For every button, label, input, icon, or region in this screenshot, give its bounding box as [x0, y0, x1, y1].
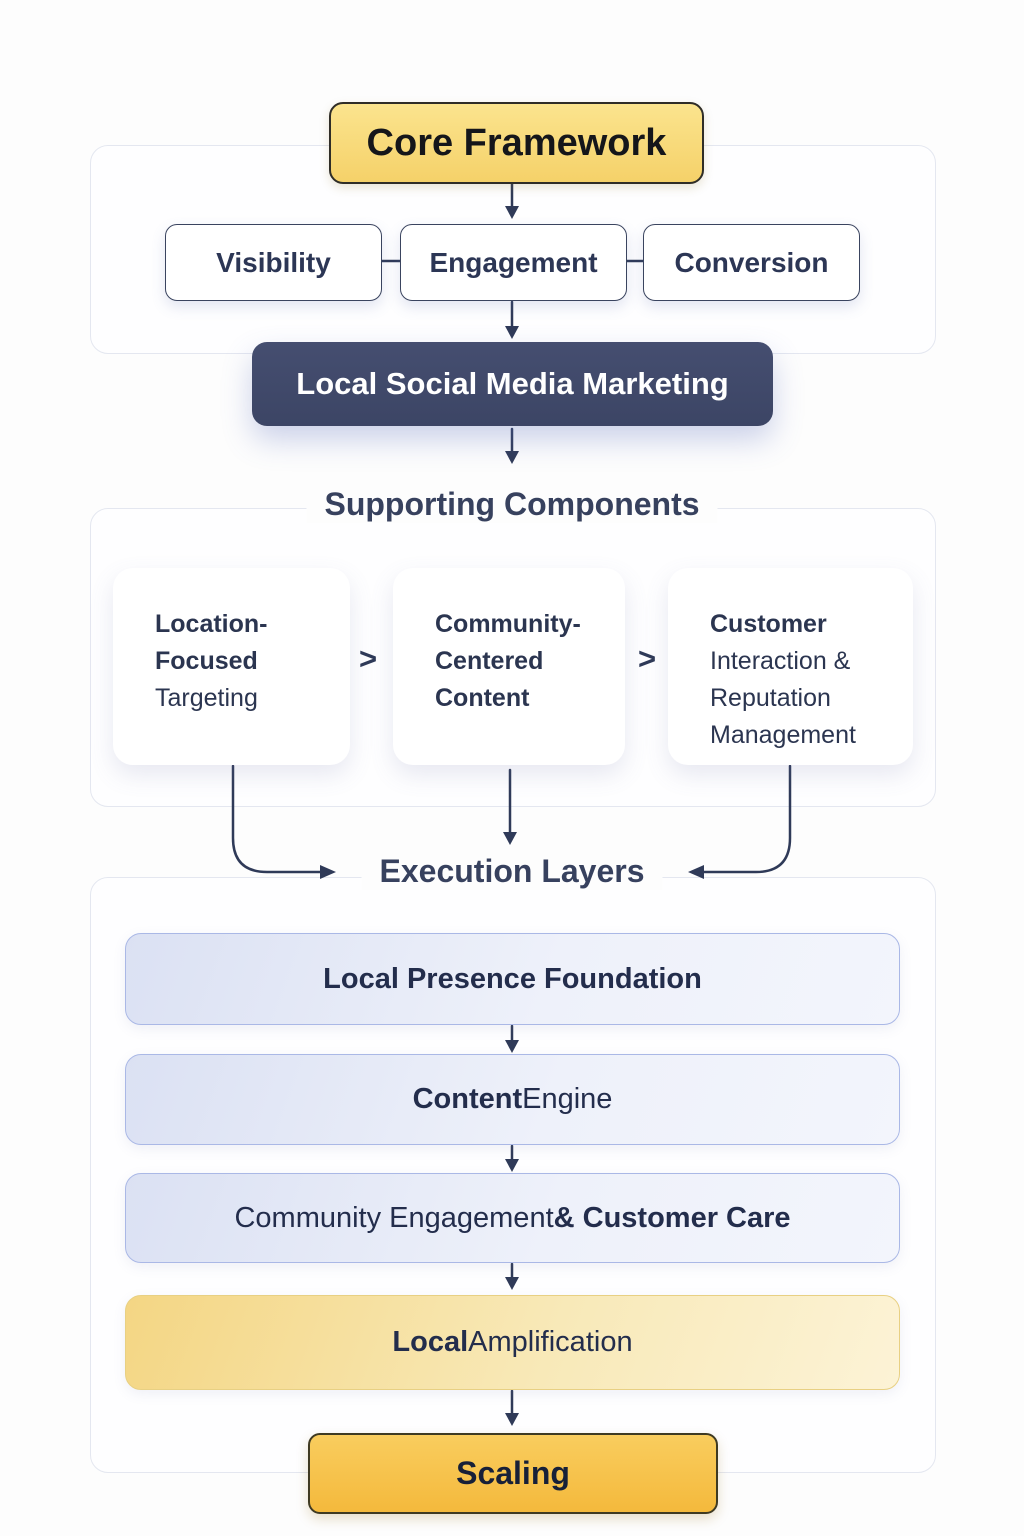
- pillar-conversion: Conversion: [643, 224, 860, 301]
- layer-local-presence-foundation: Local Presence Foundation: [125, 933, 900, 1025]
- arrowhead-banner-to-supporting: [505, 451, 519, 464]
- card-text-bold: Customer: [710, 610, 827, 638]
- pillar-engagement: Engagement: [400, 224, 627, 301]
- card-customer-interaction-reputation: Customer Interaction & Reputation Manage…: [668, 568, 913, 765]
- layer-content-engine: Content Engine: [125, 1054, 900, 1145]
- card-community-centered-content: Community-Centered Content: [393, 568, 625, 765]
- supporting-components-heading: Supporting Components: [306, 486, 718, 523]
- card-text-bold: Location-Focused: [155, 610, 268, 675]
- layer-community-engagement-customer-care: Community Engagement & Customer Care: [125, 1173, 900, 1263]
- layer-text-bold: Content: [412, 1083, 523, 1115]
- layer-text-bold: Local Presence Foundation: [323, 962, 702, 995]
- pillar-visibility: Visibility: [165, 224, 382, 301]
- card-text-bold: Community-Centered Content: [435, 610, 581, 712]
- card-text-rest: Targeting: [155, 684, 258, 712]
- layer-text-pre: Community Engagement: [234, 1201, 554, 1234]
- chevron-right-icon: >: [358, 641, 378, 676]
- layer-text-bold: Local: [392, 1326, 469, 1358]
- card-text-rest: Interaction & Reputation Management: [710, 647, 856, 749]
- layer-local-amplification: Local Amplification: [125, 1295, 900, 1390]
- layer-text-post: Engine: [522, 1083, 613, 1115]
- core-framework-box: Core Framework: [329, 102, 704, 184]
- layer-text-post: Amplification: [468, 1326, 633, 1358]
- layer-text-bold: & Customer Care: [553, 1201, 791, 1234]
- execution-layers-heading: Execution Layers: [361, 853, 663, 890]
- arrowhead-card2-to-execution: [503, 832, 517, 845]
- scaling-box: Scaling: [308, 1433, 718, 1514]
- chevron-right-icon: >: [637, 641, 657, 676]
- local-social-media-marketing-banner: Local Social Media Marketing: [252, 342, 773, 426]
- card-location-focused-targeting: Location-Focused Targeting: [113, 568, 350, 765]
